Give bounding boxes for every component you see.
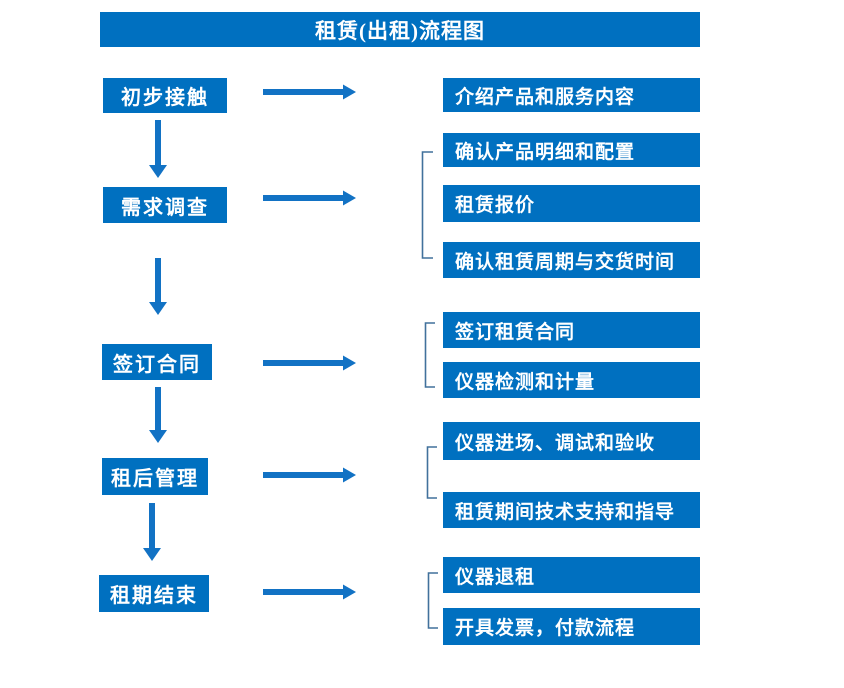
detail-box-instrument-setup: 仪器进场、调试和验收 <box>443 422 700 460</box>
group-bracket <box>426 446 437 499</box>
down-arrow <box>149 258 167 315</box>
detail-box-confirm-config: 确认产品明细和配置 <box>443 133 700 167</box>
flowchart-title: 租赁(出租)流程图 <box>100 12 700 47</box>
stage-box-sign-contract: 签订合同 <box>102 344 212 380</box>
group-bracket <box>424 322 435 388</box>
stage-box-post-rental-management: 租后管理 <box>102 458 208 495</box>
detail-box-intro-products: 介绍产品和服务内容 <box>443 78 700 112</box>
right-arrow <box>263 467 356 483</box>
right-arrow <box>263 584 356 600</box>
detail-box-invoice-payment: 开具发票，付款流程 <box>443 608 700 645</box>
right-arrow <box>263 355 356 371</box>
detail-box-sign-rental-contract: 签订租赁合同 <box>443 312 700 348</box>
detail-box-tech-support: 租赁期间技术支持和指导 <box>443 492 700 528</box>
detail-box-instrument-return: 仪器退租 <box>443 557 700 593</box>
detail-box-instrument-testing: 仪器检测和计量 <box>443 362 700 398</box>
detail-box-confirm-period: 确认租赁周期与交货时间 <box>443 242 700 278</box>
right-arrow <box>263 190 356 206</box>
detail-box-rental-quote: 租赁报价 <box>443 185 700 222</box>
group-bracket <box>427 572 438 629</box>
right-arrow <box>263 84 356 100</box>
stage-box-initial-contact: 初步接触 <box>103 78 227 113</box>
stage-box-demand-survey: 需求调查 <box>103 187 227 223</box>
down-arrow <box>149 387 167 443</box>
down-arrow <box>143 503 161 561</box>
down-arrow <box>149 120 167 178</box>
group-bracket <box>421 151 433 259</box>
stage-box-rental-end: 租期结束 <box>99 575 209 612</box>
